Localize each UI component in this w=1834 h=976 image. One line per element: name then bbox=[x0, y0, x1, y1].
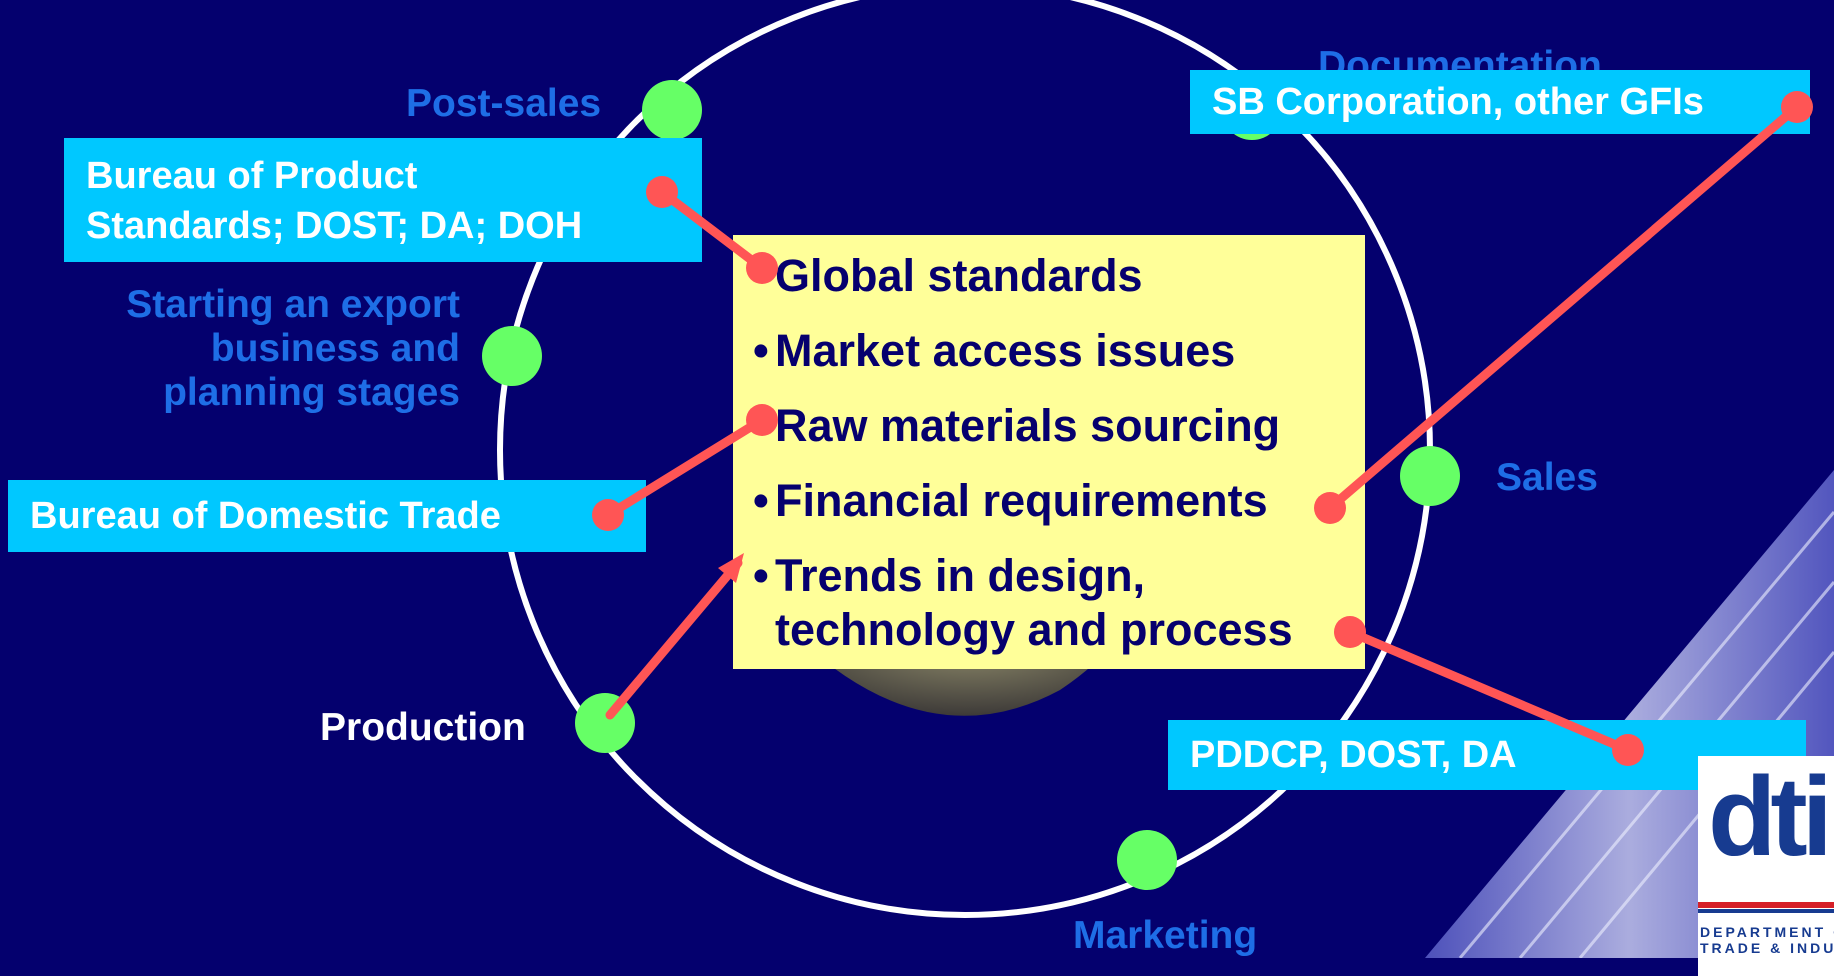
center-topics-list: Global standards Market access issues Ra… bbox=[753, 249, 1365, 657]
center-topic-3: Raw materials sourcing bbox=[753, 399, 1365, 453]
dti-logo-blue-bar bbox=[1698, 909, 1834, 913]
stage-label-starting-line2: business and bbox=[210, 327, 460, 370]
agency-box-sb: SB Corporation, other GFIs bbox=[1190, 70, 1810, 134]
agency-box-bps-line2: Standards; DOST; DA; DOH bbox=[86, 205, 583, 247]
dti-logo-mark: dti bbox=[1708, 756, 1833, 879]
stage-label-starting: Starting an export business and planning… bbox=[60, 283, 460, 415]
center-topic-4: Financial requirements bbox=[753, 474, 1365, 528]
center-topics-box: Global standards Market access issues Ra… bbox=[733, 235, 1365, 669]
agency-box-bdt: Bureau of Domestic Trade bbox=[8, 480, 646, 552]
dti-logo-line1: DEPARTMENT OF bbox=[1700, 924, 1834, 940]
center-topic-5: Trends in design, technology and process bbox=[753, 549, 1355, 657]
center-topic-1: Global standards bbox=[753, 249, 1365, 303]
stage-node-production bbox=[575, 693, 635, 753]
dti-logo: dti DEPARTMENT OF TRADE & INDUSTRY bbox=[1698, 756, 1834, 976]
agency-box-bps: Bureau of Product Standards; DOST; DA; D… bbox=[64, 138, 702, 262]
dti-logo-red-bar bbox=[1698, 902, 1834, 908]
stage-label-production: Production bbox=[320, 706, 526, 749]
agency-box-bps-line1: Bureau of Product bbox=[86, 155, 418, 197]
stage-label-sales: Sales bbox=[1496, 456, 1598, 499]
stage-label-post-sales: Post-sales bbox=[406, 82, 602, 125]
stage-label-starting-line1: Starting an export bbox=[126, 283, 460, 326]
stage-label-starting-line3: planning stages bbox=[163, 371, 460, 414]
stage-node-marketing bbox=[1117, 830, 1177, 890]
dti-logo-line2: TRADE & INDUSTRY bbox=[1700, 940, 1834, 956]
center-topic-2: Market access issues bbox=[753, 324, 1365, 378]
stage-node-starting bbox=[482, 326, 542, 386]
stage-label-marketing: Marketing bbox=[1073, 914, 1258, 957]
stage-node-post-sales bbox=[642, 80, 702, 140]
stage-node-sales bbox=[1400, 446, 1460, 506]
